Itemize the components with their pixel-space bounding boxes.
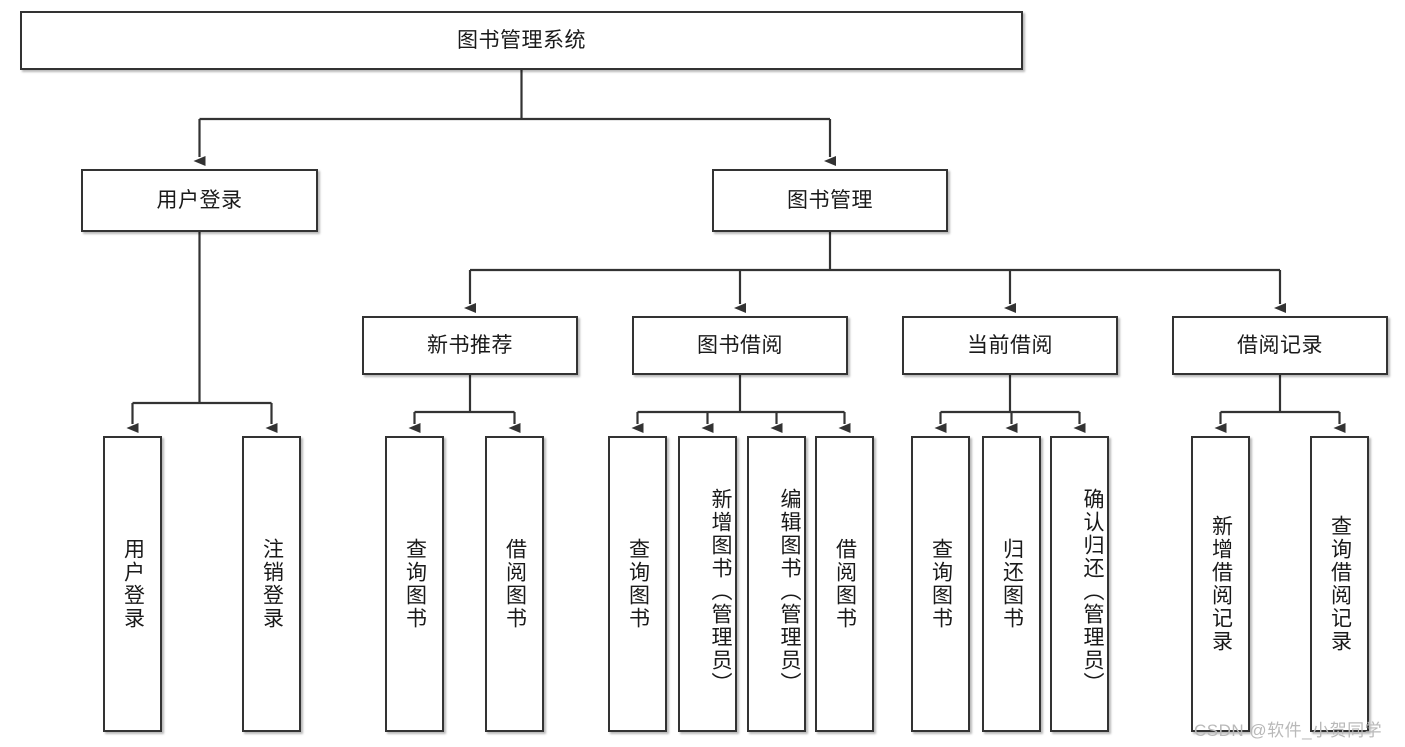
node-user-login[interactable]: 用户登录 <box>81 169 318 232</box>
node-current-borrow[interactable]: 当前借阅 <box>902 316 1118 375</box>
node-leaf-query-borrow-record[interactable]: 查询借阅记录 <box>1310 436 1369 732</box>
node-leaf-add-book-admin[interactable]: 新增图书（管理员） <box>678 436 737 732</box>
node-borrow-record[interactable]: 借阅记录 <box>1172 316 1388 375</box>
watermark-text: CSDN @软件_小贺同学 <box>1194 721 1383 740</box>
node-root[interactable]: 图书管理系统 <box>20 11 1023 70</box>
node-leaf-query-book-current[interactable]: 查询图书 <box>911 436 970 732</box>
node-leaf-borrow-book[interactable]: 借阅图书 <box>815 436 874 732</box>
node-book-management[interactable]: 图书管理 <box>712 169 948 232</box>
node-book-borrow[interactable]: 图书借阅 <box>632 316 848 375</box>
node-leaf-borrow-book-recommend[interactable]: 借阅图书 <box>485 436 544 732</box>
node-leaf-logout-login[interactable]: 注销登录 <box>242 436 301 732</box>
node-leaf-user-login[interactable]: 用户登录 <box>103 436 162 732</box>
node-leaf-return-book[interactable]: 归还图书 <box>982 436 1041 732</box>
node-leaf-edit-book-admin[interactable]: 编辑图书（管理员） <box>747 436 806 732</box>
node-new-book-recommend[interactable]: 新书推荐 <box>362 316 578 375</box>
node-leaf-query-book-recommend[interactable]: 查询图书 <box>385 436 444 732</box>
node-leaf-confirm-return-admin[interactable]: 确认归还（管理员） <box>1050 436 1109 732</box>
node-leaf-add-borrow-record[interactable]: 新增借阅记录 <box>1191 436 1250 732</box>
node-leaf-query-book-borrow[interactable]: 查询图书 <box>608 436 667 732</box>
